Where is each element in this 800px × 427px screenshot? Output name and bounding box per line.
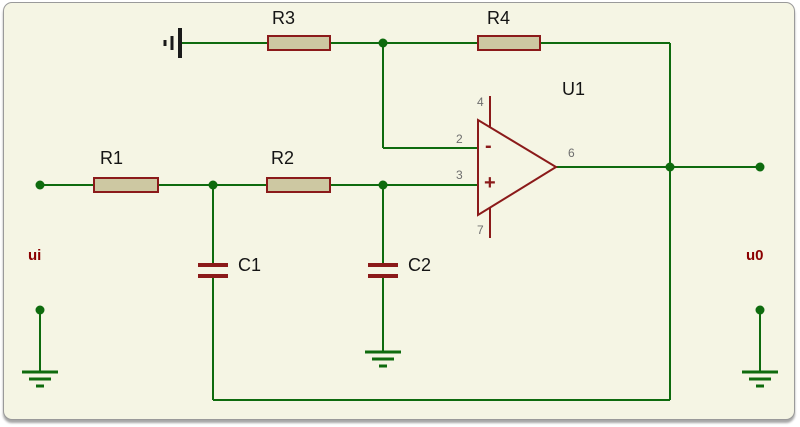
capacitor-c2 (368, 263, 398, 278)
opamp-u1 (477, 96, 558, 238)
opamp-minus-sign: - (485, 135, 492, 157)
opamp-u1-label: U1 (562, 79, 586, 99)
capacitor-c1 (198, 263, 228, 278)
ground-symbol-top-left (163, 28, 182, 58)
resistor-r2 (266, 177, 331, 193)
resistor-r2-label: R2 (271, 148, 295, 168)
junction-dot (378, 180, 388, 190)
opamp-pin2-number: 2 (456, 132, 463, 146)
input-terminal-dot (35, 180, 45, 190)
ground-symbol-c2 (365, 350, 401, 368)
resistor-r1 (93, 177, 159, 193)
resistor-body (93, 177, 159, 193)
opamp-triangle (477, 118, 558, 217)
output-terminal-dot (755, 162, 765, 172)
ground-symbol-left (22, 370, 58, 388)
right-ground-terminal-dot (755, 305, 765, 315)
opamp-pin4-number: 4 (477, 95, 484, 109)
resistor-r4-label: R4 (487, 8, 511, 28)
opamp-pin6-number: 6 (568, 146, 575, 160)
schematic-sheet (3, 2, 795, 420)
capacitor-c2-label: C2 (408, 255, 432, 275)
resistor-body (477, 35, 541, 51)
resistor-body (266, 177, 331, 193)
resistor-r1-label: R1 (100, 148, 124, 168)
resistor-r3 (267, 35, 331, 51)
resistor-r4 (477, 35, 541, 51)
input-net-label: ui (28, 247, 42, 264)
opamp-pin3-number: 3 (456, 168, 463, 182)
opamp-plus-sign: + (484, 172, 496, 194)
junction-dot (378, 38, 388, 48)
left-ground-terminal-dot (35, 305, 45, 315)
ground-symbol-right (742, 370, 778, 388)
wires (39, 42, 761, 401)
capacitor-c1-label: C1 (238, 255, 262, 275)
resistor-r3-label: R3 (272, 8, 296, 28)
resistor-body (267, 35, 331, 51)
output-net-label: u0 (746, 247, 764, 264)
opamp-pin7-number: 7 (477, 223, 484, 237)
junction-dot (208, 180, 218, 190)
junction-dot (665, 162, 675, 172)
junction-dots (35, 38, 765, 315)
